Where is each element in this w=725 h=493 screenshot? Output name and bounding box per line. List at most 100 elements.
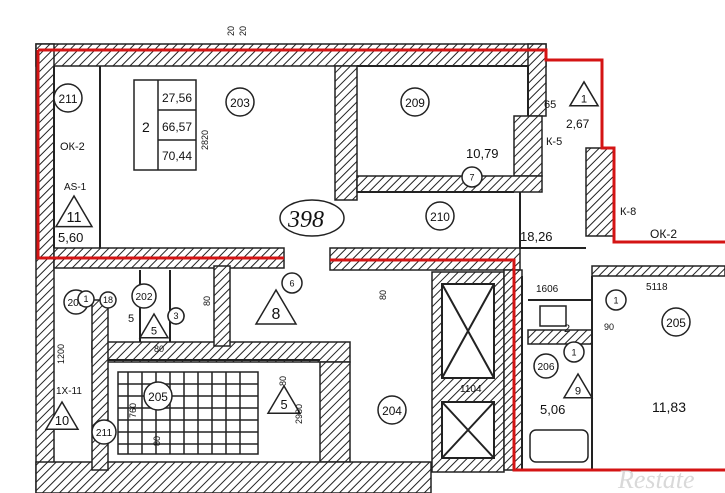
wall-209-bottom (356, 175, 543, 193)
dim-760: 760 (128, 403, 138, 418)
dim-1200: 1200 (56, 344, 66, 364)
room-number-text: 1 (83, 294, 88, 304)
room-number-circle (533, 353, 559, 379)
code-k5: К-5 (546, 136, 562, 148)
room-number-circle (131, 283, 157, 309)
room-number-text: 202 (136, 292, 153, 303)
triangle-shape (568, 80, 600, 107)
triangle-text: 11 (67, 210, 82, 226)
area-211-balcony: 2,67 (566, 117, 590, 131)
triangle-text: 5 (151, 325, 157, 337)
code-as1: AS-1 (64, 182, 87, 193)
dim-5: 5 (128, 313, 134, 325)
dim-20-a: 20 (226, 26, 236, 36)
wall-bottom (35, 461, 432, 493)
room-number-text: 203 (230, 96, 250, 110)
handwritten-number: 398 (287, 207, 324, 233)
area-209: 10,79 (466, 146, 499, 161)
handwritten-circle (279, 199, 345, 237)
dim-20-b: 20 (238, 26, 248, 36)
room-number-text: 211 (96, 428, 113, 439)
dim-80-e: 80 (202, 296, 212, 306)
triangle-labels: 11855910111 (44, 80, 600, 430)
triangle-shape (562, 372, 594, 399)
code-ok2-left: ОК-2 (60, 141, 85, 153)
dim-80-d: 80 (378, 290, 388, 300)
room-number-210: 210 (425, 201, 455, 231)
room-number-circle (225, 87, 255, 117)
room-number-text: 204 (382, 404, 402, 418)
room-number-circle (143, 381, 173, 411)
room-number-206: 206 (533, 353, 559, 379)
room-number-text: 205 (666, 316, 686, 330)
triangle-marker-8: 8 (254, 288, 298, 325)
room-number-text: 209 (405, 96, 425, 110)
area-211: 5,60 (58, 230, 83, 245)
room-number-text: 211 (59, 92, 78, 106)
sink (539, 305, 567, 327)
room-number-7: 7 (461, 166, 483, 188)
room-number-circle (281, 272, 303, 294)
triangle-text: 10 (55, 413, 69, 428)
room-number-circle (563, 341, 585, 363)
triangle-marker-10: 10 (44, 400, 80, 430)
triangle-text: 5 (280, 397, 287, 412)
wall-k5 (585, 147, 615, 237)
dim-80-b: 80 (152, 436, 162, 446)
room-number-text: 201 (68, 298, 85, 309)
triangle-shape (138, 312, 170, 339)
room-number-circle (53, 83, 83, 113)
triangle-text: 1 (581, 93, 587, 105)
room-number-circle (400, 87, 430, 117)
wall-stair-right (319, 361, 351, 463)
room-number-202: 202 (131, 283, 157, 309)
staircase (117, 371, 259, 455)
bath-fixtures (529, 305, 589, 463)
room-number-211: 211 (53, 83, 83, 113)
room-number-1: 1 (605, 289, 627, 311)
room-number-text: 205 (148, 390, 168, 404)
room-number-circle (77, 290, 95, 308)
dim-2: 2 (564, 323, 570, 335)
triangle-marker-5: 5 (138, 312, 170, 339)
room-number-circle (91, 419, 117, 445)
bathtub (529, 429, 589, 463)
room-number-circle (377, 395, 407, 425)
code-1x11: 1X-11 (56, 386, 82, 397)
room-number-circle (461, 166, 483, 188)
triangle-marker-11: 11 (54, 194, 94, 228)
triangle-shape (44, 400, 80, 430)
wall-top (35, 43, 547, 67)
room-number-205: 205 (143, 381, 173, 411)
triangle-marker-5: 5 (266, 384, 302, 414)
apartment-outline-lower (36, 50, 725, 472)
room-number-6: 6 (281, 272, 303, 294)
wall-205-top (591, 265, 725, 277)
dim-90: 90 (604, 322, 614, 332)
room-number-circle (425, 201, 455, 231)
room-number-209: 209 (400, 87, 430, 117)
room-number-205: 205 (661, 307, 691, 337)
wall-203-209 (334, 65, 358, 201)
room-number-text: 6 (289, 279, 294, 289)
room-number-1: 1 (563, 341, 585, 363)
wall-206 (527, 329, 593, 345)
dim-1104: 1104 (460, 384, 482, 395)
triangle-text: 9 (575, 385, 581, 397)
dim-80-c: 80 (278, 376, 288, 386)
room-number-circle (661, 307, 691, 337)
wall-209-right (513, 115, 543, 177)
watermark: Restate (617, 465, 695, 493)
area-205: 11,83 (652, 399, 686, 415)
room-number-text: 1 (613, 296, 618, 306)
room-number-text: 3 (173, 311, 178, 321)
dim-1606: 1606 (536, 284, 559, 295)
room-number-circle (605, 289, 627, 311)
apartment-outline (38, 48, 725, 244)
code-k8: К-8 (620, 206, 636, 218)
triangle-shape (254, 288, 298, 325)
dim-5118: 5118 (646, 282, 668, 293)
dim-2820: 2820 (200, 130, 210, 150)
